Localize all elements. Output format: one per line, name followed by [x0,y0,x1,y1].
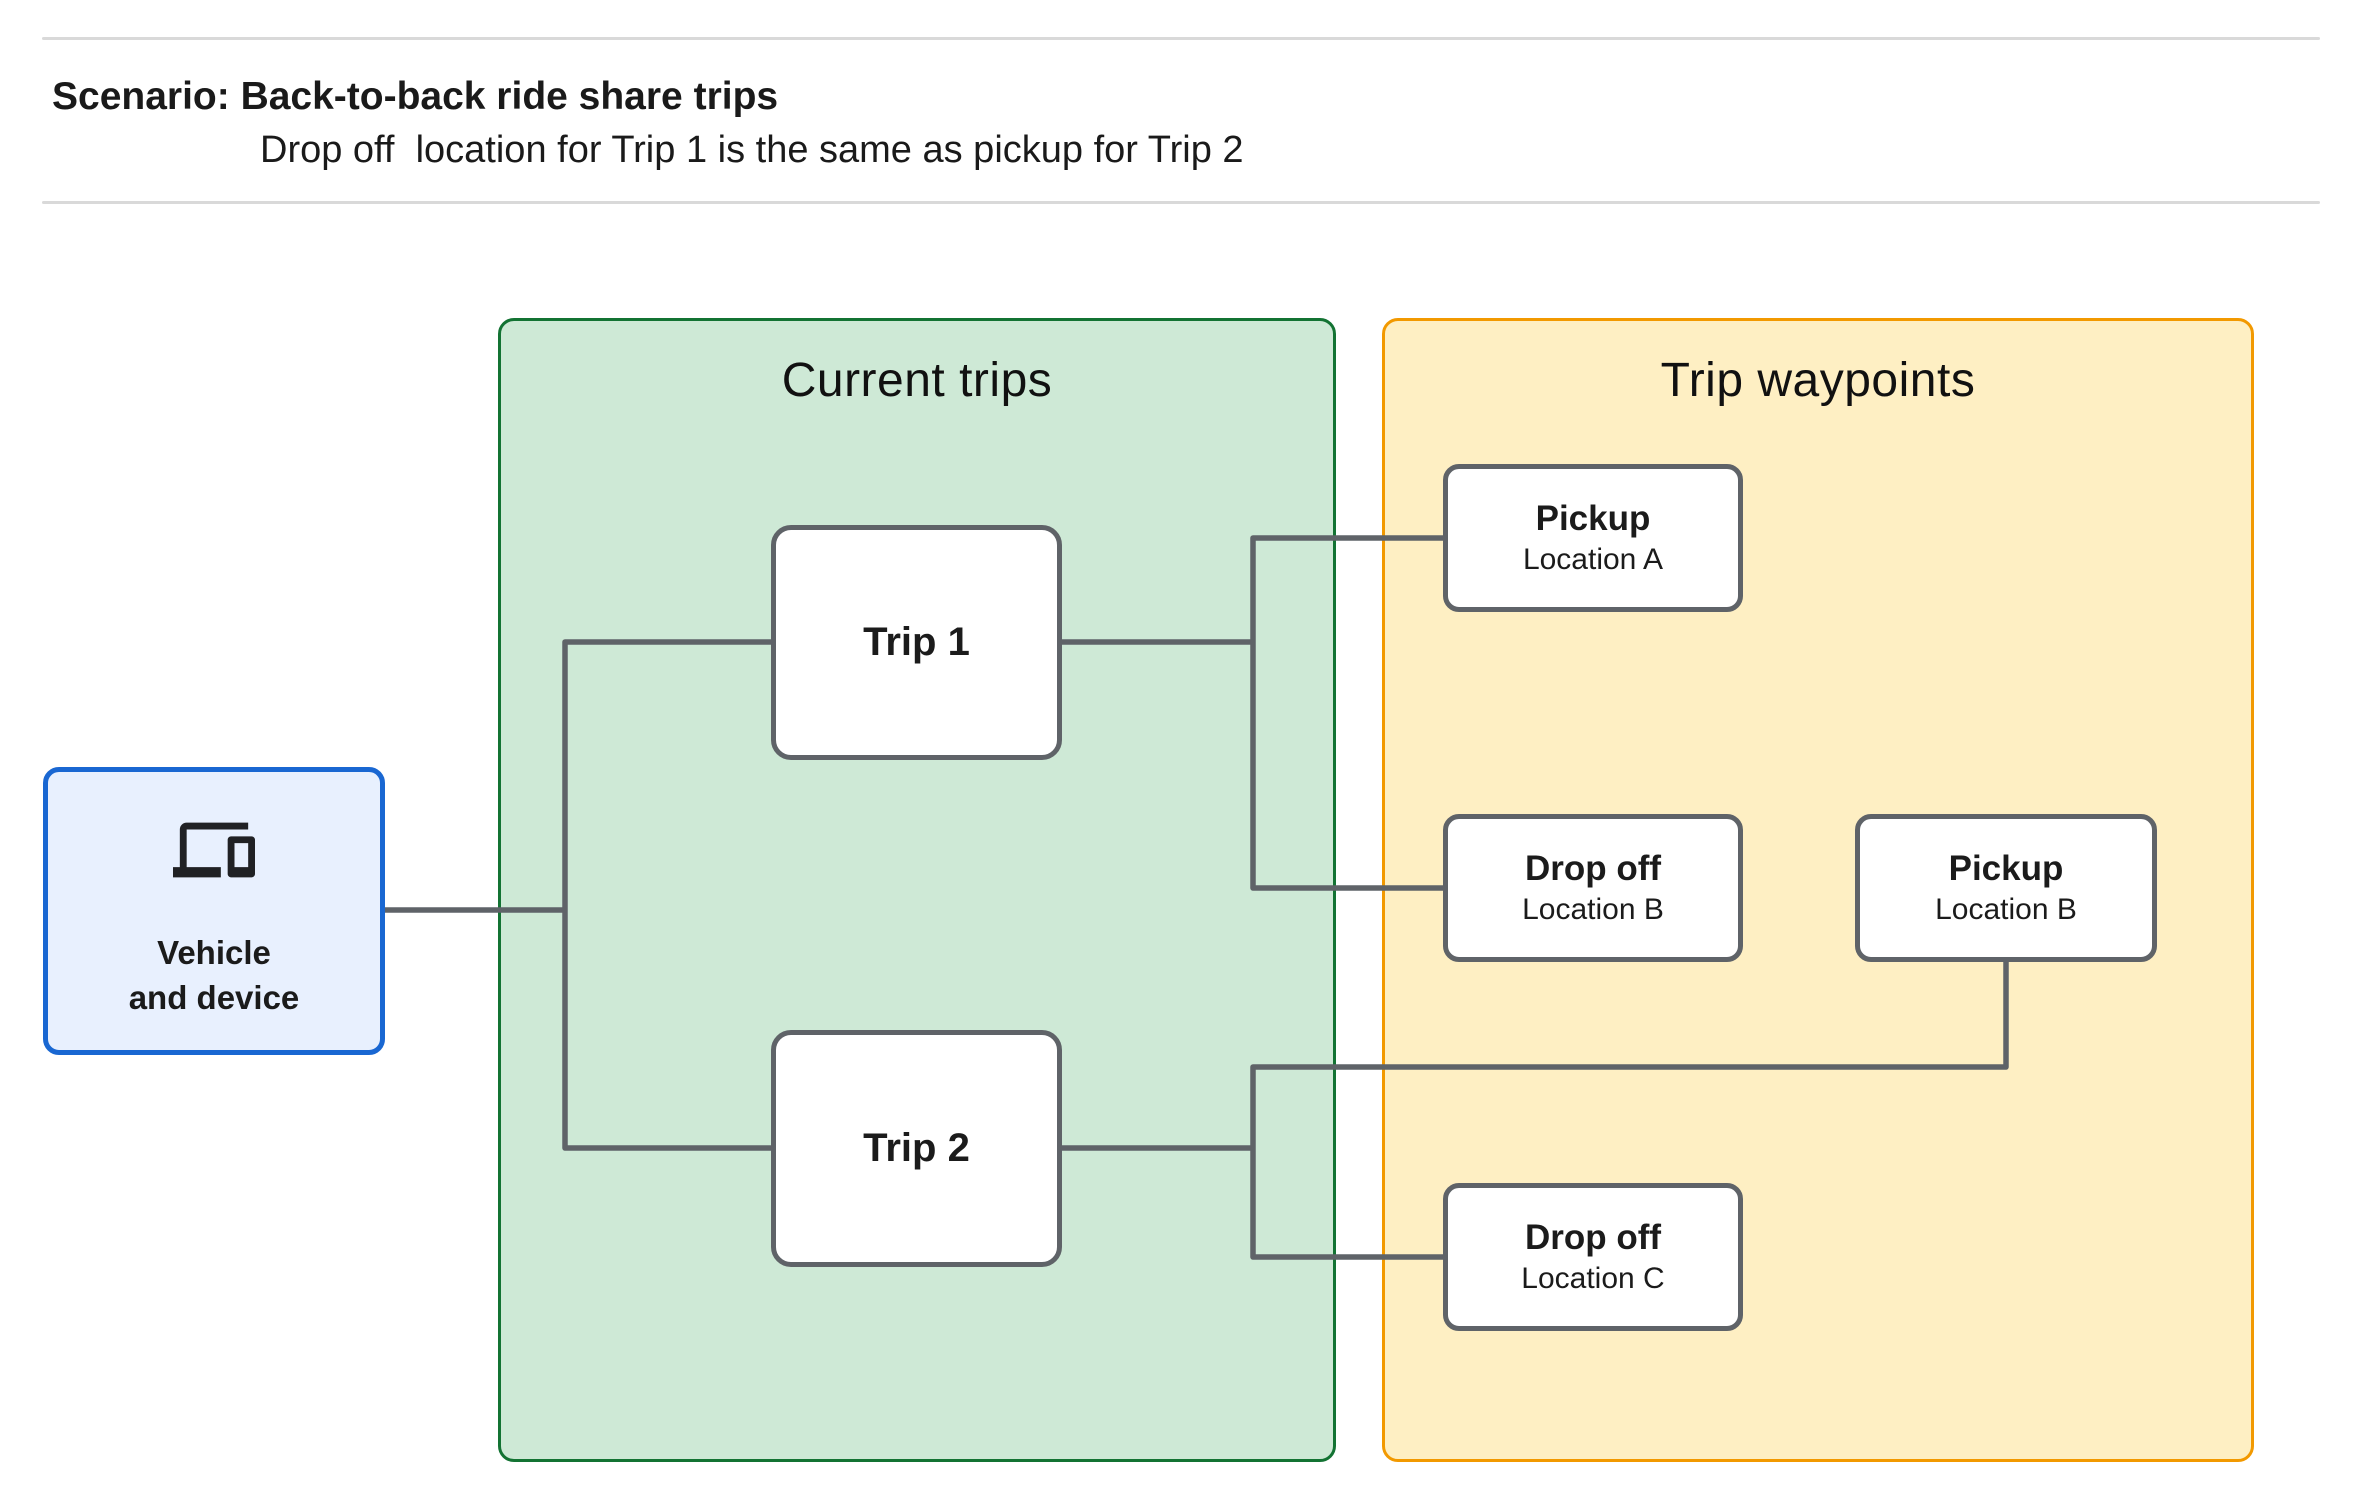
waypoint-type: Pickup [1535,499,1651,538]
connector-vehicle-to-trips [385,639,773,1151]
header-divider-top [42,37,2320,40]
waypoint-location: Location B [1522,893,1664,926]
scenario-subtitle: Drop off location for Trip 1 is the same… [260,129,1244,171]
waypoint-location: Location C [1521,1262,1665,1295]
vehicle-node: Vehicle and device [43,767,385,1055]
devices-icon [173,822,255,878]
waypoint-type: Pickup [1948,849,2064,888]
vehicle-label-line2: and device [128,979,300,1016]
waypoint-location: Location B [1935,893,2077,926]
waypoint-pickup-location-a: Pickup Location A [1443,464,1743,612]
waypoint-pickup-location-b: Pickup Location B [1855,814,2157,962]
panel-current-trips-title: Current trips [781,354,1053,407]
waypoint-type: Drop off [1524,849,1662,888]
vehicle-label-line1: Vehicle [157,934,271,971]
waypoint-dropoff-location-b: Drop off Location B [1443,814,1743,962]
trip-1-node: Trip 1 [771,525,1062,760]
panel-current-trips: Current trips [498,318,1336,1462]
waypoint-dropoff-location-c: Drop off Location C [1443,1183,1743,1331]
vehicle-label: Vehicle and device [48,930,380,1020]
connector-trip1-to-waypoints [1062,535,1445,891]
trip-2-node: Trip 2 [771,1030,1062,1267]
trip-1-label: Trip 1 [863,620,970,664]
panel-trip-waypoints-title: Trip waypoints [1660,354,1976,407]
trip-2-label: Trip 2 [863,1126,970,1170]
header-divider-bottom [42,201,2320,204]
waypoint-type: Drop off [1524,1218,1662,1257]
connector-trip2-and-pickupb [1062,961,2009,1260]
waypoint-location: Location A [1522,543,1664,576]
scenario-title: Scenario: Back-to-back ride share trips [52,75,779,118]
